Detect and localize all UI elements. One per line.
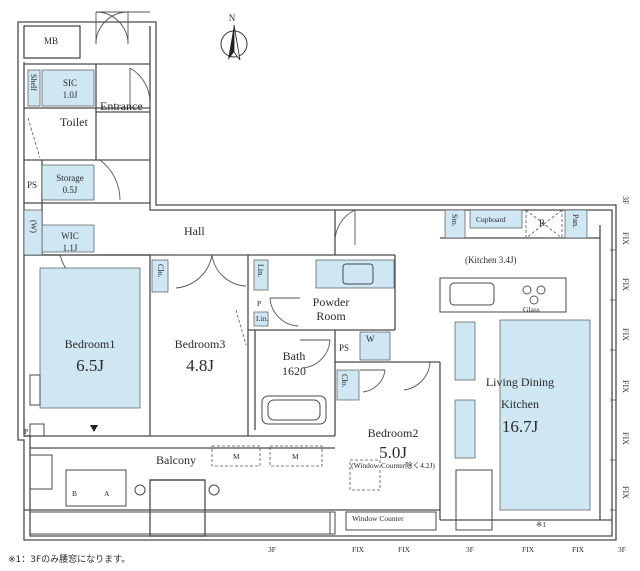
fix-label-r3: FIX [621,328,630,341]
sic-size: 1.0J [62,90,78,100]
hall-label: Hall [184,224,205,238]
wic-side-label: (W) [29,220,38,233]
three-f-label-1: 3F [268,545,276,554]
p-label: P [257,299,262,308]
powder-room-label-2: Room [316,309,346,323]
sic-label: SIC [62,78,78,88]
fix-label-b1: FIX [352,545,365,554]
pan-label: Pan. [571,214,580,228]
storage-label: Storage [56,173,84,183]
bath-size: 1620 [282,364,306,378]
cupboard-label: Cupboard [476,215,506,224]
bedroom3-label: Bedroom3 [174,337,226,351]
kitchen-label: (Kitchen 3.4J) [465,255,517,265]
sto-label: Sto. [450,214,459,227]
lin-label-2: Lin. [256,314,269,323]
fix-label-r5: FIX [621,432,630,445]
window-counter-label: Window Counter [352,514,404,523]
unit-b-label: B [72,489,78,498]
bedroom1-floor [39,267,141,409]
bedroom2-label: Bedroom2 [367,426,419,440]
kitchen-island [439,277,567,313]
shelf-label: Shelf [29,74,38,91]
clo-label-bed2: Clo. [340,374,349,388]
outdoor-unit-m2: M [292,452,299,461]
fix-label-b2: FIX [398,545,411,554]
ldk-floor [499,319,591,511]
bedroom2-size: 5.0J [379,443,407,462]
three-f-label-2: 3F [466,545,474,554]
north-label: N [228,13,236,23]
fix-label-r6: FIX [621,486,630,499]
clo-label-bed3: Clo. [156,264,165,278]
ps-label-2: PS [339,343,350,353]
footnote: ※1：3Fのみ腰窓になります。 [8,555,131,565]
ldk-label-2: Kitchen [501,397,539,411]
storage-size: 0.5J [62,185,78,195]
stove-burner-icon [522,285,546,305]
fix-label-r4: FIX [621,380,630,393]
fix-label-b3: FIX [522,545,535,554]
sink-icon [449,282,495,306]
entrance-label: Entrance [100,99,143,113]
fix-label-r1: FIX [621,232,630,245]
glass-label: Glass [523,305,540,314]
three-f-label-3: 3F [618,545,626,554]
fix-label-b4: FIX [572,545,585,554]
washer-label: W [366,334,375,344]
unit-a-label: A [104,489,110,498]
outdoor-unit-m1: M [233,452,240,461]
lin-label-1: Lin. [256,264,265,278]
bath-label: Bath [282,349,306,363]
r-label: R [539,218,546,228]
bedroom3-size: 4.8J [186,356,214,375]
ldk-size: 16.7J [501,417,539,436]
balcony-label: Balcony [156,453,196,467]
bedroom1-size: 6.5J [76,356,104,375]
fix-label-r2: FIX [621,278,630,291]
ps-label: PS [27,180,38,190]
bathtub-icon [261,395,327,425]
mb-label: MB [44,36,59,46]
bedroom2-note: (Window Counter除く4.2J) [351,461,435,470]
wic-size: 1.1J [62,243,78,253]
powder-room-label-1: Powder [312,295,350,309]
outer-wall [17,21,617,541]
bedroom1-label: Bedroom1 [64,337,116,351]
toilet-label: Toilet [60,115,88,129]
three-f-label-right: 3F [621,196,630,205]
mb-box [23,25,81,59]
north-arrow-icon [220,24,248,61]
p-label-2: P [24,427,29,436]
footnote-mark: ※1 [536,520,547,529]
ldk-label-1: Living Dining [485,375,555,389]
wic-label: WIC [61,231,79,241]
